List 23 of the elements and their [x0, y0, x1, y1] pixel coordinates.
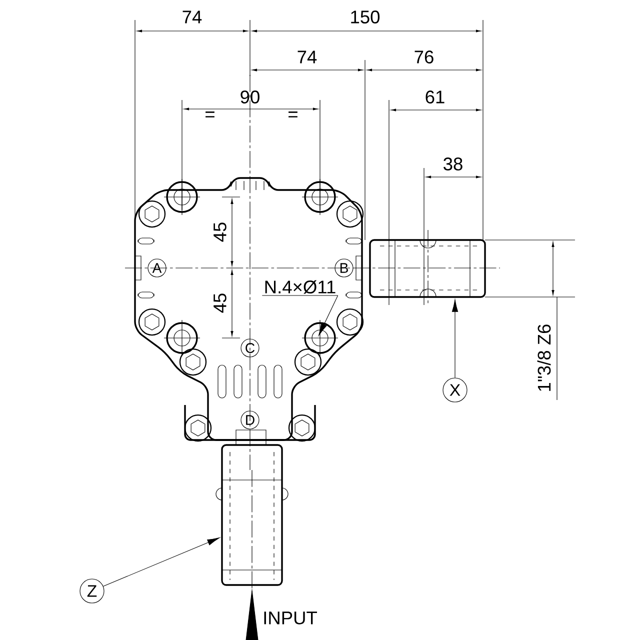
dimension-label: 38 [444, 158, 462, 170]
shaft [369, 239, 486, 298]
shaft [221, 444, 283, 586]
dimension-label: 45 [214, 222, 226, 242]
dimension-label: 1"3/8 Z6 [537, 324, 551, 391]
dimension-label: 90 [240, 90, 260, 104]
callout-letter: B [334, 258, 354, 278]
dimension-label: 150 [351, 10, 380, 24]
dimension-label: 74 [182, 10, 202, 24]
dimension-label: = [288, 112, 298, 118]
callout-letter: A [148, 258, 166, 278]
dimension-label: = [206, 112, 214, 118]
callout-letter: C [240, 338, 260, 358]
leader-line [318, 295, 338, 336]
input-label: INPUT [264, 612, 317, 624]
callout-letter: D [240, 410, 260, 430]
note-text: N.4×Ø11 [262, 280, 338, 296]
dimension-label: 45 [214, 294, 226, 313]
leader-line [452, 299, 458, 378]
dimension-label: 61 [426, 90, 444, 104]
leader-line [103, 537, 220, 587]
dimension-label: 74 [298, 50, 317, 64]
dimension-label: 76 [414, 50, 434, 64]
